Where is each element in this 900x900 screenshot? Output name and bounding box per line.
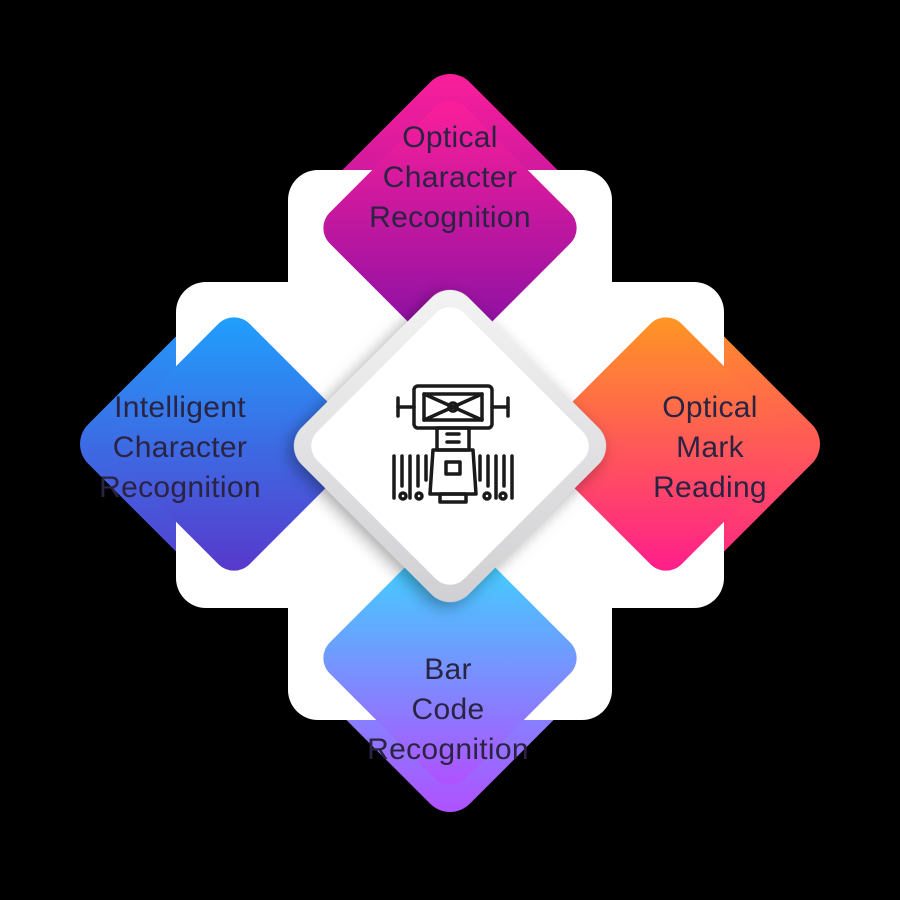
segment-bottom-label: Bar Code Recognition [298,650,598,770]
segment-left-line-2: Character [112,431,248,464]
segment-left-inner [107,317,361,571]
segment-left-line-1: Intelligent [114,391,246,424]
segment-top-line-1: Optical [402,121,498,154]
segment-bottom-inner [323,531,577,785]
center-diamond [311,307,589,585]
segment-right-label: Optical Mark Reading [560,388,860,508]
segment-right-line-1: Optical [662,391,758,424]
segment-left-label: Intelligent Character Recognition [30,388,330,508]
ocr-scanner-icon [392,384,514,504]
segment-bottom-line-1: Bar [424,653,472,686]
segment-right-inner [539,317,793,571]
segment-left-line-3: Recognition [99,471,261,504]
segment-right-line-3: Reading [653,471,767,504]
segment-top-line-2: Character [382,161,518,194]
segment-top-inner [323,101,577,355]
segment-bottom-line-3: Recognition [367,733,529,766]
segment-bottom-line-2: Code [411,693,485,726]
segment-top-label: Optical Character Recognition [300,118,600,238]
segment-right-line-2: Mark [676,431,744,464]
segment-top-line-3: Recognition [369,201,531,234]
